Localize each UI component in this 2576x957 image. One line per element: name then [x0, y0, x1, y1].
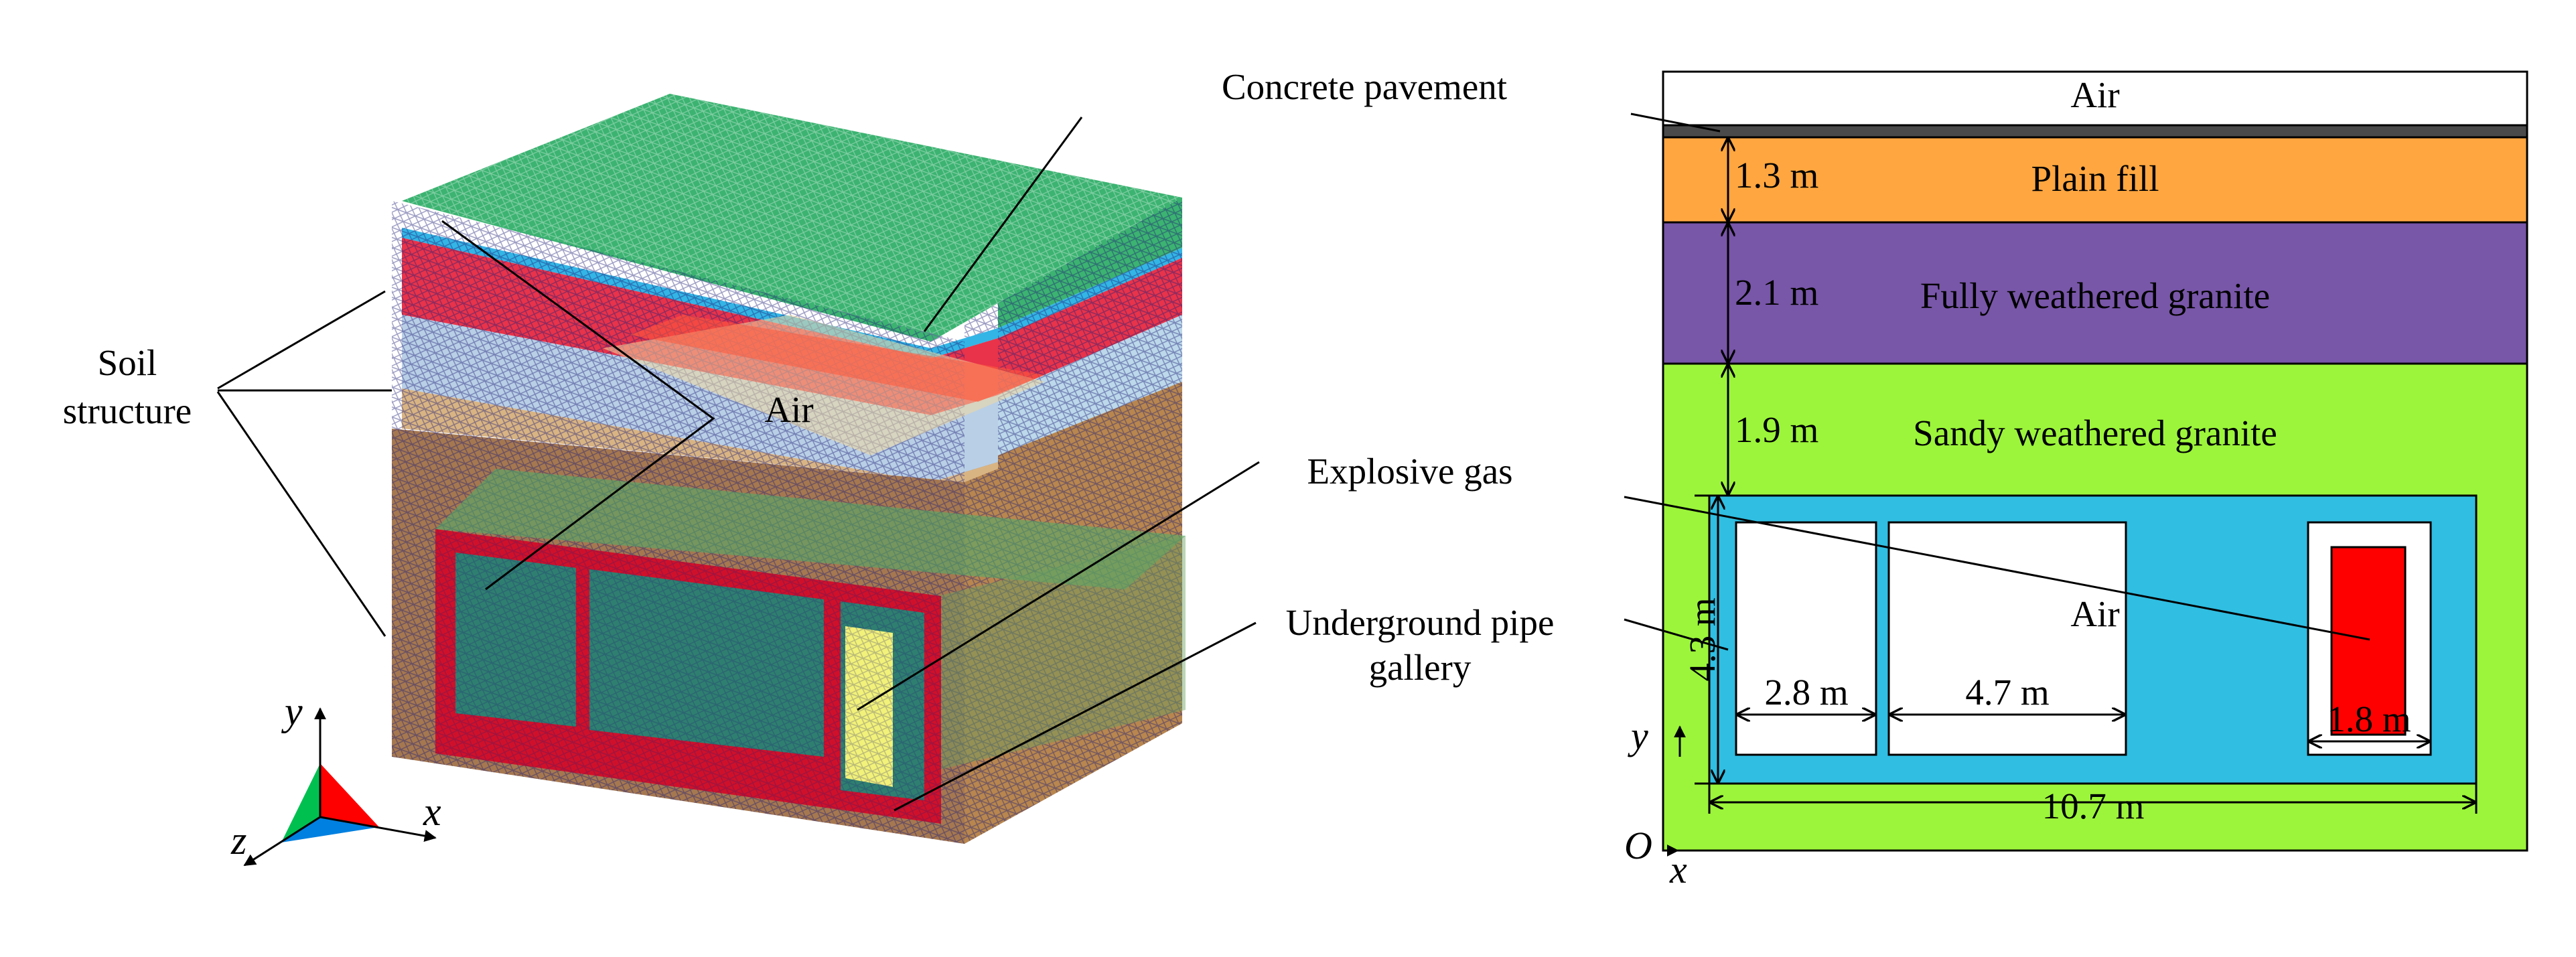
- label-gallery-width: 10.7 m: [2042, 786, 2145, 826]
- triad-x-axis: [319, 816, 437, 842]
- triad-face-xy: [320, 763, 379, 827]
- leader-gallery: [893, 621, 1257, 812]
- label-thickness-plain-fill: 1.3 m: [1735, 155, 1818, 196]
- axis-origin-label: O: [1624, 824, 1652, 867]
- dimensions: [1695, 139, 2478, 814]
- triad-z-label: z: [230, 818, 246, 863]
- gallery-region-side: [938, 536, 1186, 770]
- label-layer-sandy-weathered: Sandy weathered granite: [1913, 413, 2277, 453]
- side-face-mesh: [964, 198, 1182, 844]
- coordinate-axes: [1663, 725, 1686, 857]
- top-face-mesh: [402, 94, 1182, 342]
- axis-y-label: y: [1628, 714, 1648, 757]
- leader-explosive: [857, 461, 1260, 711]
- leader-r-concrete: [1630, 113, 1721, 133]
- label-thickness-fully-weathered: 2.1 m: [1735, 272, 1818, 313]
- label-gallery-height: 4.3 m: [1682, 597, 1723, 681]
- triad-x-label: x: [423, 790, 441, 834]
- label-soil-line2: structure: [63, 390, 192, 431]
- leader-soil-3: [216, 391, 386, 637]
- axis-x-label: x: [1669, 848, 1687, 891]
- label-explosive-gas: Explosive gas: [1307, 451, 1512, 492]
- leader-air: [441, 220, 715, 591]
- gallery-region-top: [435, 469, 1186, 589]
- label-compartment-1-width: 2.8 m: [1764, 672, 1848, 713]
- air-domain-red: [630, 315, 1045, 402]
- label-pipe-gallery-line2: gallery: [1369, 647, 1472, 688]
- label-layer-plain-fill: Plain fill: [2031, 158, 2159, 199]
- layer-plain-fill: [1662, 136, 2528, 224]
- leader-soil-1: [217, 290, 386, 390]
- compartment-2: [1887, 521, 2127, 756]
- leader-r-gallery: [1624, 618, 1729, 651]
- model-3d: y x z Soil structure Air Concrete paveme…: [63, 66, 1555, 867]
- label-thickness-sandy: 1.9 m: [1735, 409, 1818, 450]
- triad-z-axis: [243, 816, 321, 867]
- section-2d: O x y Air Plain fill Fully weathered gra…: [1624, 70, 2528, 891]
- gallery-mesh: [435, 529, 941, 824]
- compartment-1: [1735, 521, 1877, 756]
- triad-y-label: y: [281, 689, 303, 733]
- label-pipe-gallery-line1: Underground pipe: [1286, 602, 1555, 643]
- label-concrete-pavement: Concrete pavement: [1222, 66, 1507, 107]
- label-layer-air: Air: [2070, 74, 2119, 115]
- leader-concrete: [923, 117, 1083, 332]
- label-compartment-2-width: 4.7 m: [1965, 672, 2049, 713]
- label-soil-line1: Soil: [98, 342, 157, 383]
- layer-fully-weathered-granite: [1662, 221, 2528, 365]
- label-layer-fully-weathered: Fully weathered granite: [1920, 275, 2270, 316]
- leader-r-explosive: [1624, 496, 2370, 641]
- layer-concrete-pavement: [1662, 124, 2528, 139]
- label-air-3d: Air: [764, 389, 813, 430]
- axis-triad: y x z: [230, 689, 441, 867]
- label-gallery-air: Air: [2070, 593, 2119, 634]
- label-compartment-3-width: 1.8 m: [2327, 698, 2411, 739]
- leader-lines-left: [216, 117, 1260, 812]
- leader-lines-right: [1624, 113, 2370, 651]
